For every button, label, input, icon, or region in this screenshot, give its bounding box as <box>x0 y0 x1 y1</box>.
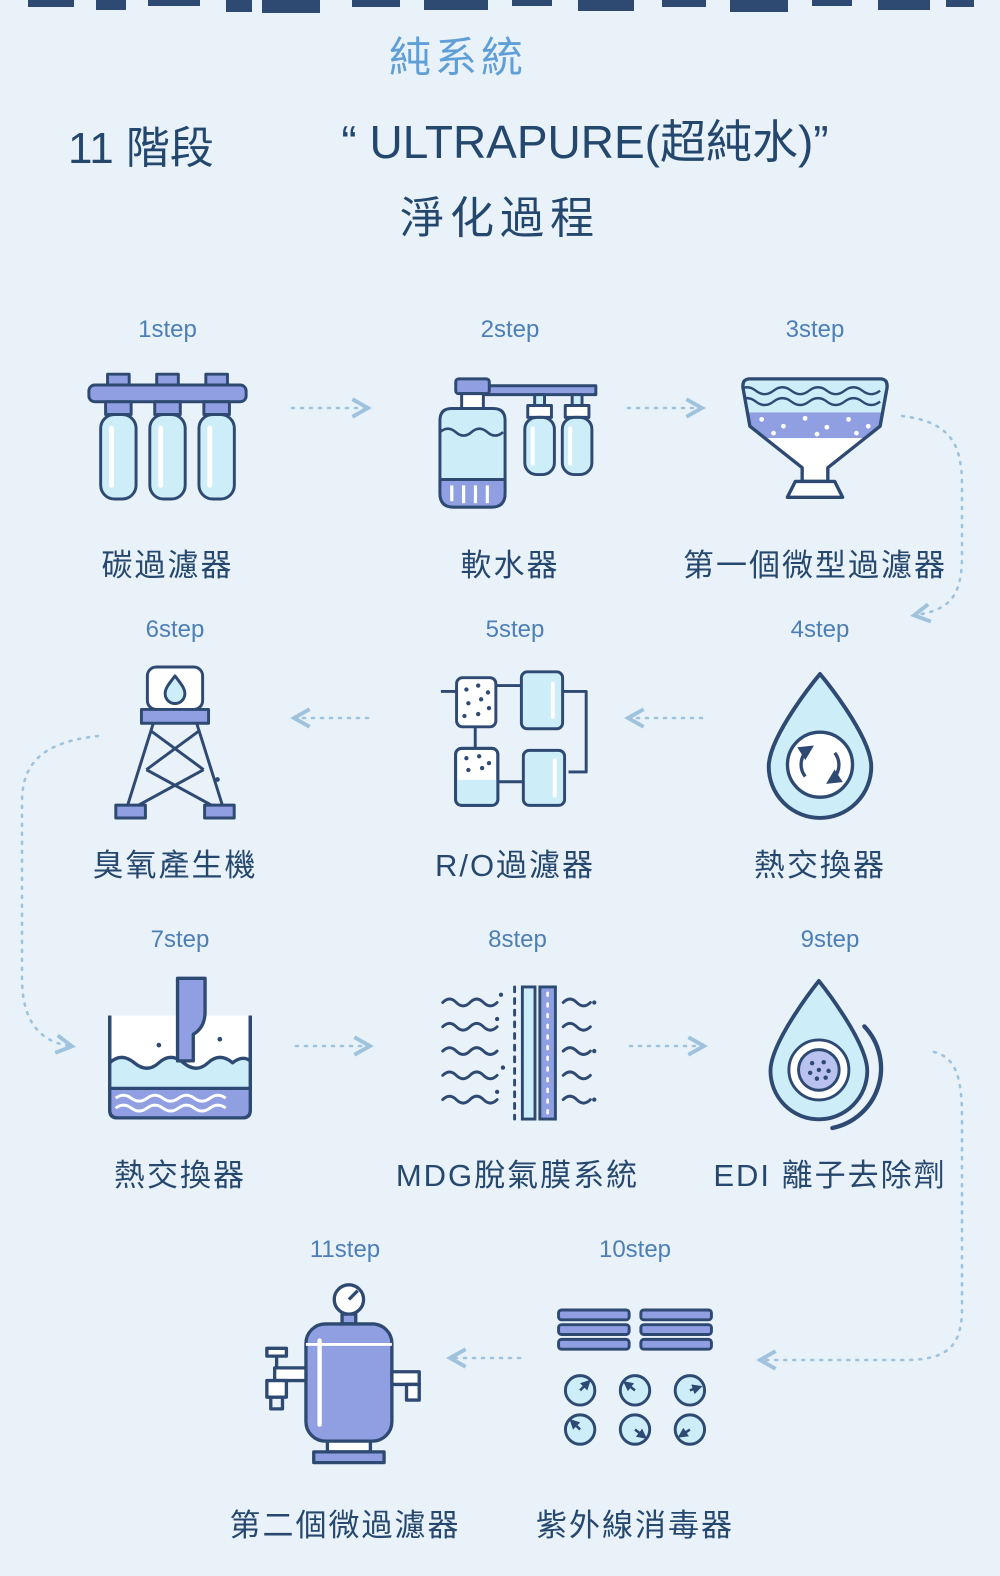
step-6: 6step 臭氧產生機 <box>60 616 290 885</box>
step-10-name: 紫外線消毒器 <box>536 1507 734 1543</box>
step-1-label: 1step <box>138 316 197 343</box>
step-2-name: 軟水器 <box>460 547 560 583</box>
step-1: 1step 碳過濾器 <box>55 316 280 585</box>
step-7: 7step 熱交換器 <box>55 926 305 1195</box>
heat-exchanger-tank-icon <box>55 961 305 1146</box>
subtitle: 淨化過程 <box>400 194 600 243</box>
step-8: 8step <box>375 926 660 1195</box>
mdg-membrane-icon <box>375 961 660 1146</box>
ozone-generator-icon <box>60 651 290 836</box>
top-crop-artifact-strip <box>28 0 974 13</box>
step-5-name: R/O過濾器 <box>434 847 596 883</box>
step-3-label: 3step <box>785 316 845 343</box>
step-8-label: 8step <box>488 926 547 953</box>
uv-sterilizer-icon <box>495 1271 775 1496</box>
step-10-label: 10step <box>598 1236 672 1263</box>
step-7-label: 7step <box>150 926 210 953</box>
step-11-label: 11step <box>309 1236 381 1263</box>
system-title: 純系統 <box>388 34 527 81</box>
step-5: 5step <box>390 616 640 885</box>
second-micro-filter-icon <box>195 1271 495 1496</box>
step-4-name: 熱交換器 <box>754 847 886 883</box>
step-4-label: 4step <box>790 616 850 643</box>
step-10: 10step <box>495 1236 775 1545</box>
step-6-label: 6step <box>145 616 205 643</box>
edi-drop-icon <box>680 961 980 1146</box>
step-2-label: 2step <box>480 316 540 343</box>
heat-exchanger-drop-icon <box>690 651 950 836</box>
step-11-name: 第二個微過濾器 <box>229 1507 461 1543</box>
step-7-name: 熱交換器 <box>114 1157 246 1193</box>
ro-filter-icon <box>390 651 640 836</box>
carbon-filter-icon <box>55 351 280 536</box>
step-1-name: 碳過濾器 <box>101 547 234 583</box>
step-9-name: EDI 離子去除劑 <box>713 1157 947 1193</box>
stage-count: 11 階段 <box>68 124 214 173</box>
step-2: 2step <box>385 316 635 585</box>
first-micro-filter-icon <box>655 351 975 536</box>
step-6-name: 臭氧產生機 <box>92 847 258 883</box>
step-9: 9step EDI 離子去除劑 <box>680 926 980 1195</box>
step-3-name: 第一個微型過濾器 <box>683 547 947 583</box>
step-11: 11step <box>195 1236 495 1545</box>
step-3: 3step 第一個微型過濾 <box>655 316 975 585</box>
step-8-name: MDG脫氣膜系統 <box>395 1157 640 1193</box>
step-4: 4step 熱交換器 <box>690 616 950 885</box>
step-9-label: 9step <box>800 926 860 953</box>
step-5-label: 5step <box>485 616 545 643</box>
main-title: “ ULTRAPURE(超純水)” <box>341 116 829 168</box>
water-softener-icon <box>385 351 635 536</box>
